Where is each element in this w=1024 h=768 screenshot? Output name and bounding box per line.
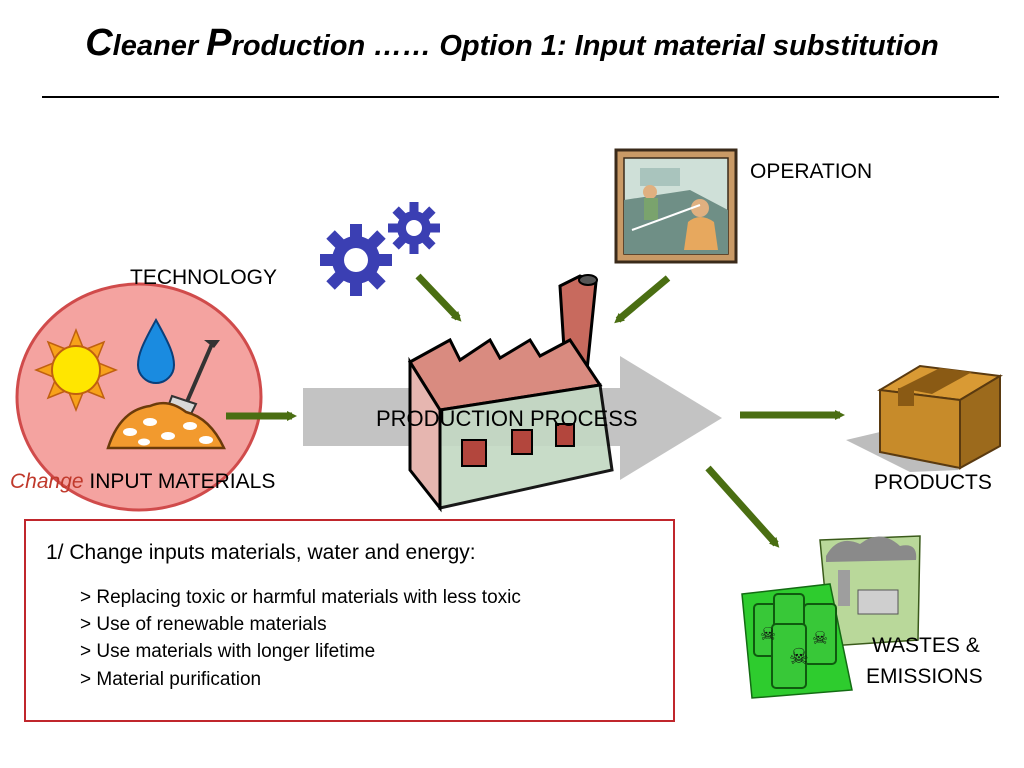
svg-text:☠: ☠ xyxy=(760,624,776,645)
factory-icon xyxy=(407,274,614,513)
slide-title: Cleaner Production …… Option 1: Input ma… xyxy=(0,22,1024,65)
svg-text:☠: ☠ xyxy=(812,628,828,649)
title-divider xyxy=(42,96,999,98)
technology-label: TECHNOLOGY xyxy=(130,266,278,289)
bullet-item: > Use of renewable materials xyxy=(80,614,327,635)
title-leaner: leaner xyxy=(112,30,207,62)
input-materials-text: INPUT MATERIALS xyxy=(83,470,276,493)
operation-picture xyxy=(614,148,738,264)
title-rest: roduction …… Option 1: Input material su… xyxy=(231,30,939,62)
products-box-icon xyxy=(846,364,1003,472)
bullet-item: > Replacing toxic or harmful materials w… xyxy=(80,587,521,608)
production-process-label: PRODUCTION PROCESS xyxy=(376,406,638,431)
arrow-process-to-wastes xyxy=(705,465,780,548)
bullet-box: 1/ Change inputs materials, water and en… xyxy=(24,519,675,722)
gears-icon xyxy=(320,202,440,296)
arrow-operation-to-process xyxy=(614,275,671,324)
bullet-item: > Material purification xyxy=(80,669,262,690)
title-c-letter: C xyxy=(85,22,113,64)
wastes-label: WASTES & xyxy=(872,634,980,657)
title-p-letter: P xyxy=(206,22,232,64)
emissions-label: EMISSIONS xyxy=(866,665,983,688)
operation-label: OPERATION xyxy=(750,160,873,183)
bullet-box-heading: 1/ Change inputs materials, water and en… xyxy=(46,541,476,564)
bullet-item: > Use materials with longer lifetime xyxy=(80,641,376,662)
svg-text:☠: ☠ xyxy=(789,645,809,670)
change-word: Change xyxy=(10,470,84,493)
input-materials-label: Change INPUT MATERIALS xyxy=(10,470,275,494)
arrow-technology-to-process xyxy=(415,273,462,322)
input-materials-icon xyxy=(15,282,263,512)
products-label: PRODUCTS xyxy=(874,471,992,494)
wastes-emissions-icon: ☠ ☠ ☠ xyxy=(741,535,921,699)
